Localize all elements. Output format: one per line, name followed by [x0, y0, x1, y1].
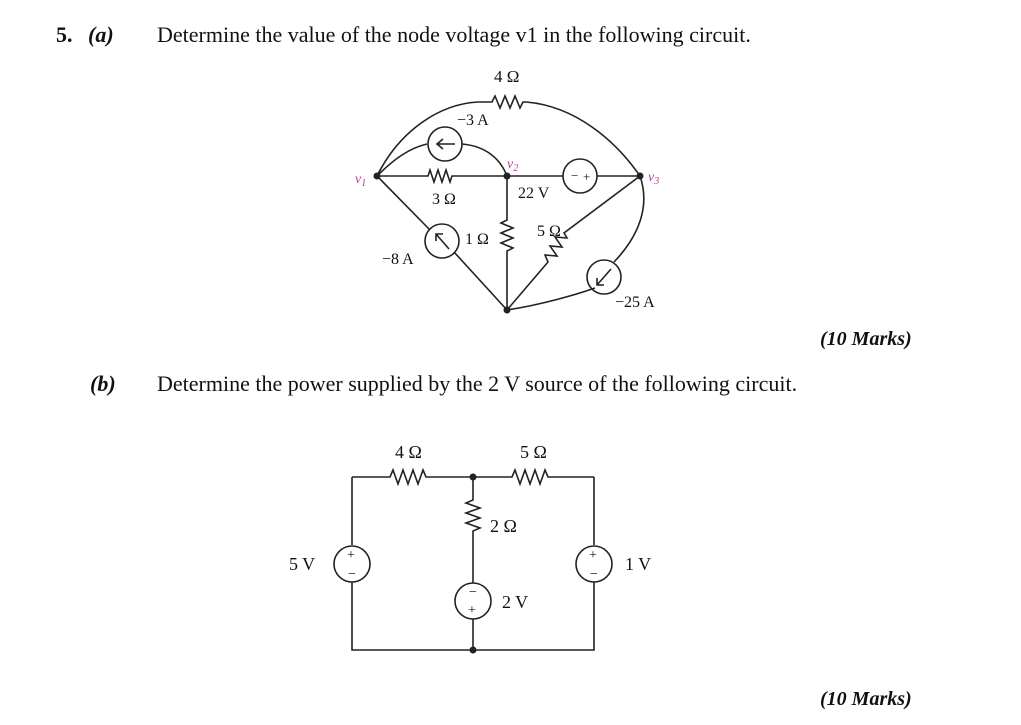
node-b-bottom	[469, 646, 477, 654]
voltage-source-22v	[562, 158, 598, 194]
source-1v-plus: +	[589, 548, 597, 563]
source-22v-minus: −	[571, 168, 578, 183]
current-source-8a	[424, 223, 460, 259]
node-v3	[636, 172, 644, 180]
arrow-down-left-icon	[596, 268, 612, 286]
source-22v-plus: +	[583, 169, 590, 184]
wire-25a-top	[613, 175, 645, 263]
node-label-v1: v1	[355, 172, 366, 189]
wire-3a-left	[376, 143, 428, 177]
label-1ohm: 1 Ω	[465, 231, 489, 248]
label-22v: 22 V	[518, 185, 550, 202]
wire-arc-left	[376, 101, 479, 177]
part-b-text: Determine the power supplied by the 2 V …	[157, 371, 798, 396]
question-number: 5.	[56, 22, 73, 47]
label-neg3a: −3 A	[457, 112, 489, 129]
wire-8a-bottom	[453, 251, 508, 311]
node-bottom	[503, 306, 511, 314]
current-source-25a	[586, 259, 622, 295]
resistor-5ohm	[506, 175, 641, 311]
label-5ohm-b: 5 Ω	[520, 442, 547, 462]
wire-8a-top	[376, 175, 431, 231]
resistor-2ohm	[463, 477, 483, 583]
node-label-v2: v2	[507, 157, 518, 174]
label-2v: 2 V	[502, 592, 528, 612]
part-a-marks: (10 Marks)	[820, 328, 912, 350]
resistor-4ohm-top	[478, 93, 526, 111]
label-1v: 1 V	[625, 554, 651, 574]
part-b-marks: (10 Marks)	[820, 688, 912, 710]
node-v1	[373, 172, 381, 180]
source-5v-plus: +	[347, 548, 355, 563]
label-5v: 5 V	[289, 554, 315, 574]
source-1v-minus: −	[590, 567, 598, 582]
label-2ohm: 2 Ω	[490, 516, 517, 536]
label-5ohm: 5 Ω	[537, 223, 561, 240]
wire-arc-right	[525, 101, 641, 177]
part-a-text: Determine the value of the node voltage …	[157, 22, 751, 47]
resistor-3ohm	[377, 167, 507, 185]
wire-25a-bottom	[506, 287, 596, 311]
resistor-5ohm-b	[473, 467, 594, 487]
circuit-a: 4 Ω −3 A 3 Ω 22 V 5 Ω 1 Ω −8 A −25 A − +…	[355, 67, 659, 314]
wire-3a-right	[461, 143, 508, 177]
source-2v-minus: −	[469, 585, 477, 600]
circuit-b: + − + − − + 4 Ω 5 Ω 2 Ω 5 V 1 V 2 V	[289, 442, 651, 654]
voltage-source-1v	[575, 545, 613, 583]
label-4ohm: 4 Ω	[395, 442, 422, 462]
part-a-label: (a)	[88, 22, 114, 47]
resistor-4ohm	[352, 467, 473, 487]
resistor-1ohm	[498, 176, 516, 310]
arrow-left-icon	[435, 138, 455, 150]
part-b-label: (b)	[90, 371, 116, 396]
label-4ohm-top: 4 Ω	[494, 67, 519, 86]
source-5v-minus: −	[348, 567, 356, 582]
label-neg8a: −8 A	[382, 251, 414, 268]
node-b-top	[469, 473, 477, 481]
label-3ohm: 3 Ω	[432, 191, 456, 208]
node-v2	[503, 172, 511, 180]
source-2v-plus: +	[468, 603, 476, 618]
node-label-v3: v3	[648, 170, 659, 187]
label-neg25a: −25 A	[615, 294, 655, 311]
arrow-up-left-icon	[435, 233, 450, 250]
